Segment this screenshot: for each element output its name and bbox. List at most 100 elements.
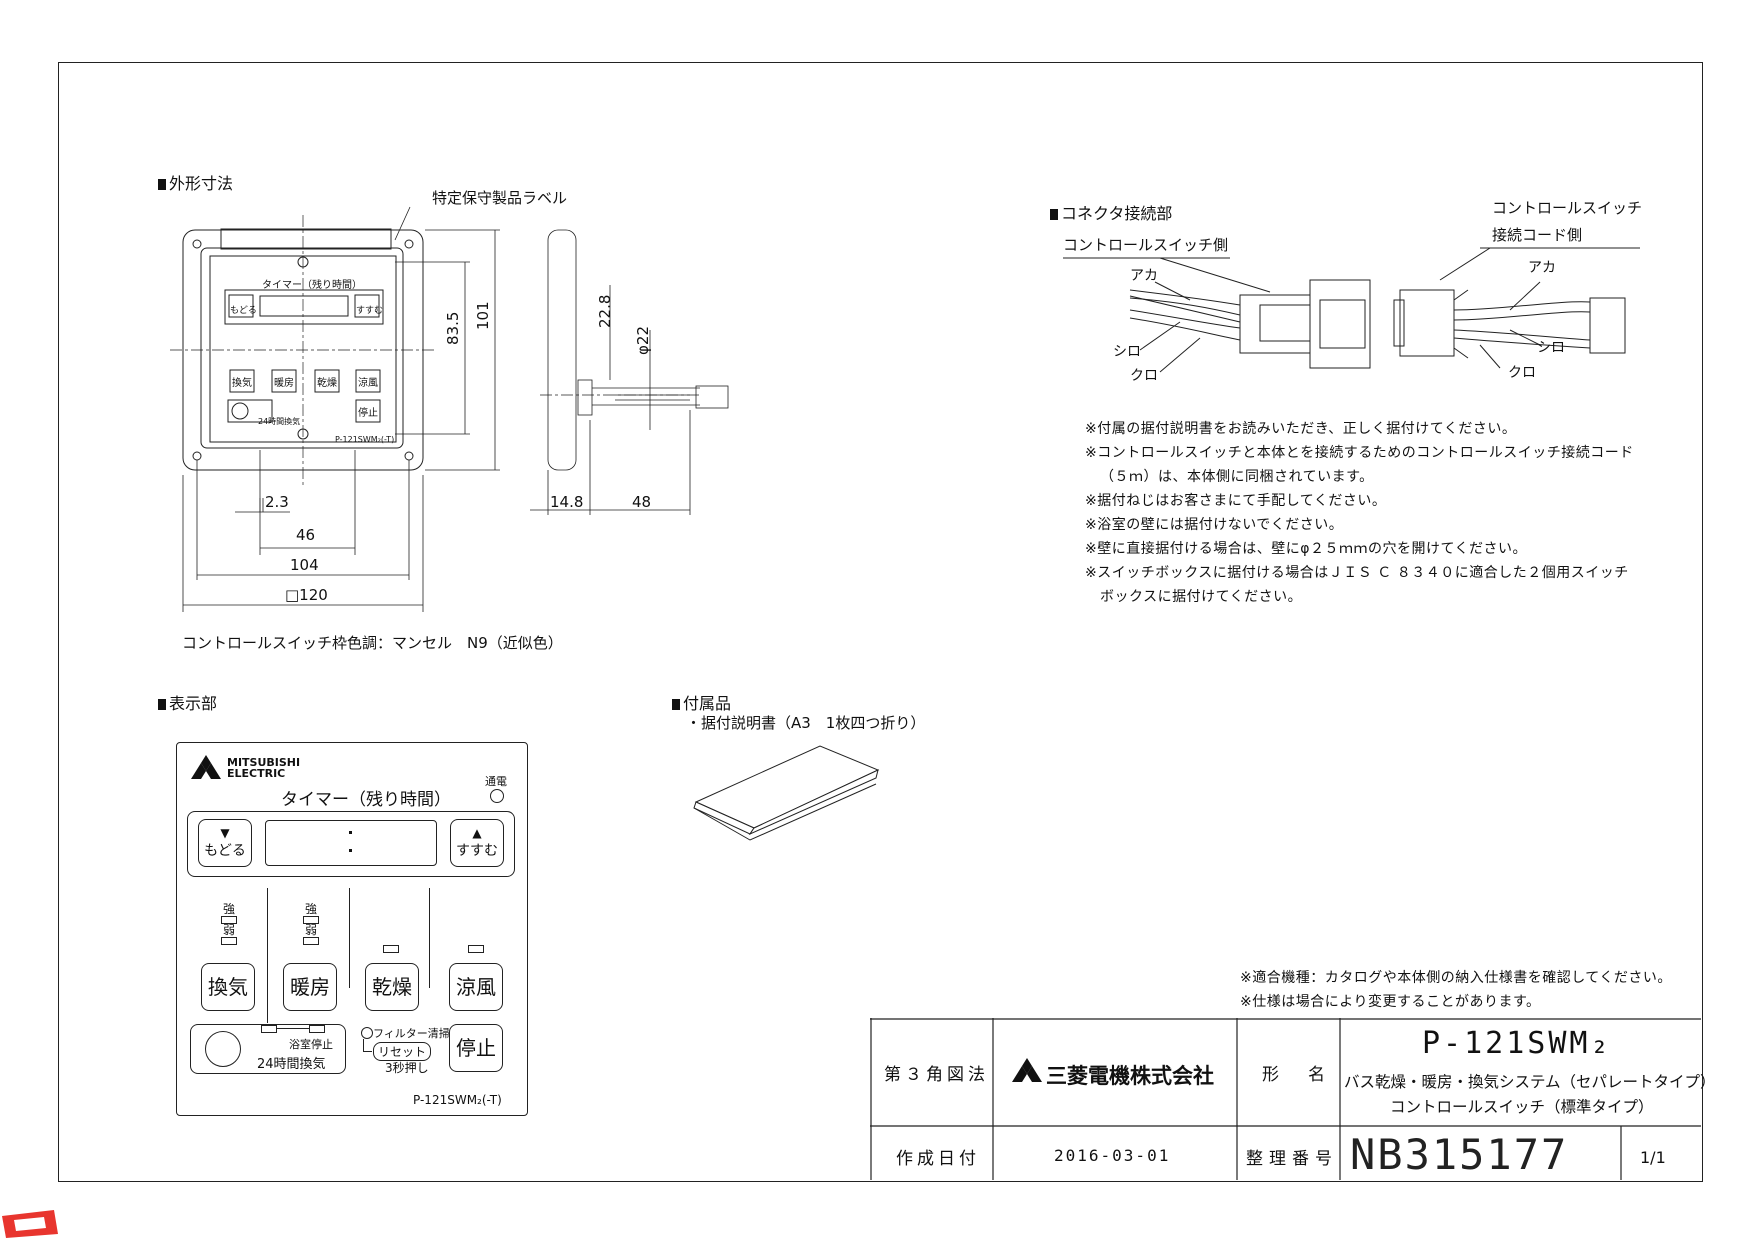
sheet-number: 1/1 [1640,1148,1666,1167]
section-display-title: 表示部 [158,690,217,714]
note-line-7: ※スイッチボックスに据付ける場合はＪＩＳ Ｃ ８３４０に適合した２個用スイッチ [1085,565,1629,581]
ventilate-button[interactable]: 換気 [201,963,255,1011]
timer-label: タイマー（残り時間） [281,790,451,810]
title-block-grid [870,1018,1701,1180]
small-panel-ventilate: 換気 [232,376,252,389]
bath-stop-label: 浴室停止 [289,1038,333,1051]
creation-date: 2016-03-01 [1054,1146,1171,1165]
note-line-2: ※コントロールスイッチと本体とを接続するためのコントロールスイッチ接続コード [1085,445,1634,461]
dim-22-8: 22.8 [596,295,614,328]
small-panel-timer: タイマー（残り時間） [262,278,362,291]
panel-model-number: P-121SWM₂(-T) [413,1093,502,1107]
folded-manual-illustration [693,745,880,841]
small-panel-next: すすむ [356,305,383,316]
small-panel-back: もどる [230,305,257,316]
reset-label: リセット [373,1042,432,1061]
filter-label: フィルター清掃 [373,1027,450,1040]
dim-46: 46 [296,526,315,544]
dim-83-5: 83.5 [444,312,462,345]
wire-black-right: クロ [1508,365,1536,381]
connector-drawing: コントロールスイッチ側 コントロールスイッチ 接続コード側 アカ シロ クロ ア… [1063,199,1642,384]
divider [429,888,430,988]
divider [267,888,268,1023]
section-accessories-title: 付属品 [672,690,731,714]
title-block: 第３角図法 三菱電機株式会社 形 名 P-121SWM₂ バス乾燥・暖房・換気シ… [870,1018,1716,1180]
accessory-item: ・据付説明書（A3 1枚四つ折り） [686,714,926,732]
drawing-frame [58,62,1703,1182]
next-button[interactable]: ▲ すすむ [450,819,504,867]
section-connector-title: コネクタ接続部 [1050,200,1172,224]
stop-button[interactable]: 停止 [449,1024,503,1072]
wire-red-right: アカ [1528,260,1556,276]
dim-101: 101 [474,301,492,330]
ventilation-led [261,1025,277,1033]
small-panel-heat: 暖房 [274,376,294,389]
ventilation-24h-label: 24時間換気 [257,1057,326,1072]
label-sticker-callout: 特定保守製品ラベル [432,189,567,207]
back-button[interactable]: ▼ もどる [198,819,252,867]
dim-14-8: 14.8 [550,493,583,511]
small-panel-24h: 24時間換気 [258,416,300,426]
ventilate-level-indicator: 強 弱 [219,903,239,945]
timer-section [187,811,515,877]
mitsubishi-logo-icon [191,755,221,779]
dim-104: 104 [290,556,319,574]
ventilation-24h-button[interactable]: 浴室停止 24時間換気 [190,1024,346,1074]
power-label: 通電 [485,775,507,788]
filter-led [361,1027,373,1039]
down-arrow-icon: ▼ [220,826,230,840]
reset-bracket [363,1039,372,1052]
corner-mark-icon [2,1210,58,1238]
divider [349,888,350,988]
reference-number: NB315177 [1350,1130,1569,1179]
dry-button[interactable]: 乾燥 [365,963,419,1011]
outline-dimensions-drawing: 特定保守製品ラベル 83.5 101 22.8 φ22 2.3 46 104 □… [170,189,729,612]
wire-white-right: シロ [1537,340,1565,356]
dim-phi22: φ22 [634,326,652,355]
reference-number-label: 整理番号 [1246,1149,1338,1169]
note-line-5: ※浴室の壁には据付けないでください。 [1085,517,1344,533]
bottom-note-2: ※仕様は場合により変更することがあります。 [1240,994,1541,1010]
bottom-note-1: ※適合機種：カタログや本体側の納入仕様書を確認してください。 [1240,970,1672,986]
model-name-label: 形 名 [1262,1065,1331,1085]
company-logo-icon [1012,1058,1042,1082]
date-label: 作成日付 [896,1149,980,1169]
small-panel-model: P-121SWM₂(-T) [335,435,394,444]
dim-48: 48 [632,493,651,511]
next-button-label: すすむ [456,843,498,859]
up-arrow-icon: ▲ [472,826,482,840]
wire-white-left: シロ [1113,344,1141,360]
wire-black-left: クロ [1130,368,1158,384]
heat-level-indicator: 強 弱 [301,903,321,945]
note-line-4: ※据付ねじはお客さまにて手配してください。 [1085,493,1387,509]
model-number: P-121SWM₂ [1422,1026,1612,1061]
connector-cord-side-2: 接続コード側 [1492,226,1582,244]
dim-120: □120 [285,586,328,604]
heat-button[interactable]: 暖房 [283,963,337,1011]
hold-3s-label: 3秒押し [385,1061,429,1075]
cool-button[interactable]: 涼風 [449,963,503,1011]
small-panel-dry: 乾燥 [317,376,337,389]
note-line-6: ※壁に直接据付ける場合は、壁にφ２５ｍｍの穴を開けてください。 [1085,541,1528,557]
timer-display [265,820,437,866]
frame-color-note: コントロールスイッチ枠色調：マンセル N9（近似色） [182,634,563,652]
back-button-label: もどる [204,843,246,859]
bath-stop-led [309,1025,325,1033]
circle-button-icon [205,1031,241,1067]
projection-method: 第３角図法 [884,1065,989,1085]
connector-cs-side: コントロールスイッチ側 [1063,236,1228,254]
power-led [490,789,504,803]
section-dimensions-title: 外形寸法 [158,170,233,194]
dim-2-3: 2.3 [265,493,289,511]
wire-red-left: アカ [1130,268,1158,284]
small-panel-cool: 涼風 [358,376,378,389]
note-line-1: ※付属の据付説明書をお読みいただき、正しく据付けてください。 [1085,421,1517,437]
note-line-8: ボックスに据付けてください。 [1100,589,1303,605]
cool-led [468,945,484,953]
product-description-2: コントロールスイッチ（標準タイプ） [1390,1098,1654,1116]
small-panel-stop: 停止 [358,406,378,419]
connector-cord-side-1: コントロールスイッチ [1492,199,1642,217]
note-line-3: （５ｍ）は、本体側に同梱されています。 [1100,469,1374,485]
